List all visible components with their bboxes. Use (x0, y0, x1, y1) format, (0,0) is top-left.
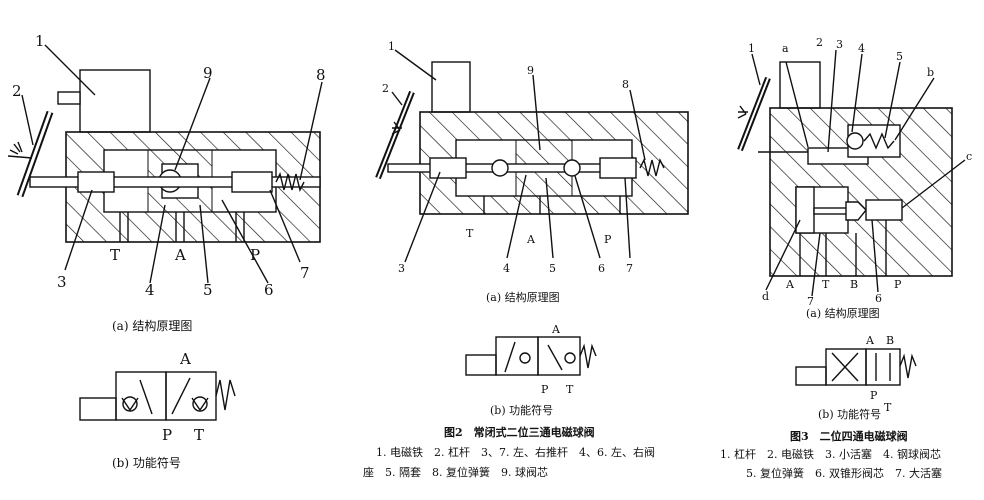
label-7: 7 (300, 264, 310, 282)
figure2-legend-line2: 座 5. 隔套 8. 复位弹簧 9. 球阀芯 (363, 465, 548, 479)
label-9: 9 (527, 64, 534, 77)
label-5: 5 (203, 281, 213, 299)
figure1-symbol: A P T (b) 功能符号 (79, 350, 236, 470)
return-spring (863, 132, 895, 150)
figure1-structure: 1 2 3 4 5 6 7 8 9 T A P (a) 结构原理图 (7, 32, 326, 333)
label-4: 4 (503, 262, 510, 275)
figure3-structure: 1 2 3 4 5 6 7 a b c d A T B P (a) 结构原理图 (737, 36, 972, 320)
figure2-title: 图2 常闭式二位三通电磁球阀 (444, 425, 595, 439)
ground-pivot-icon (737, 105, 748, 119)
figure3-title: 图3 二位四通电磁球阀 (790, 429, 908, 443)
solenoid-block (431, 61, 471, 113)
figure2-legend-line1: 1. 电磁铁 2. 杠杆 3、7. 左、右推杆 4、6. 左、右阀 (376, 445, 655, 459)
label-2: 2 (12, 82, 22, 100)
port-t: T (822, 278, 830, 291)
label-d: d (762, 290, 769, 303)
label-1: 1 (35, 32, 45, 50)
port-a: A (785, 278, 795, 291)
label-5: 5 (549, 262, 556, 275)
symbol-port-p: P (870, 389, 878, 402)
label-1: 1 (388, 40, 395, 53)
port-t: T (110, 246, 120, 264)
symbol-port-a: A (551, 323, 561, 336)
solenoid-block (779, 61, 821, 109)
label-8: 8 (622, 78, 629, 91)
figure3-legend-line2: 5. 复位弹簧 6. 双锥形阀芯 7. 大活塞 (746, 466, 942, 480)
label-7: 7 (626, 262, 633, 275)
symbol-port-a: A (865, 334, 875, 347)
figure3-legend-line1: 1. 杠杆 2. 电磁铁 3. 小活塞 4. 钢球阀芯 (720, 447, 941, 461)
caption-structure: (a) 结构原理图 (486, 290, 560, 304)
ground-pivot-icon (391, 121, 402, 135)
label-a: a (782, 42, 789, 55)
symbol-port-t: T (566, 383, 574, 396)
symbol-port-a: A (179, 350, 191, 368)
label-3: 3 (57, 273, 67, 291)
port-p: P (604, 233, 612, 246)
label-9: 9 (203, 64, 213, 82)
ground-pivot-icon (7, 141, 33, 159)
figure2-structure: 1 2 3 4 5 6 7 8 9 T A P (a) 结构原理图 (375, 40, 689, 304)
label-7: 7 (807, 295, 814, 308)
label-4: 4 (145, 281, 155, 299)
caption-symbol: (b) 功能符号 (818, 407, 881, 421)
symbol-port-t: T (194, 426, 204, 444)
push-rod (29, 176, 321, 188)
caption-structure: (a) 结构原理图 (112, 318, 192, 333)
caption-symbol: (b) 功能符号 (490, 403, 553, 417)
port-b: B (850, 278, 858, 291)
caption-structure: (a) 结构原理图 (806, 306, 880, 320)
figure2-symbol: A P T (b) 功能符号 图2 常闭式二位三通电磁球阀 1. 电磁铁 2. … (363, 323, 655, 479)
label-6: 6 (875, 292, 882, 305)
symbol-port-b: B (886, 334, 894, 347)
caption-symbol: (b) 功能符号 (112, 455, 181, 470)
label-b: b (927, 66, 934, 79)
label-8: 8 (316, 66, 326, 84)
label-6: 6 (264, 281, 274, 299)
steel-ball-core (846, 132, 864, 150)
port-a: A (174, 246, 186, 264)
return-spring (275, 171, 305, 193)
port-a: A (526, 233, 536, 246)
label-3: 3 (836, 38, 843, 51)
label-5: 5 (896, 50, 903, 63)
label-c: c (966, 150, 972, 163)
solenoid-block (79, 69, 151, 133)
symbol-port-p: P (541, 383, 549, 396)
symbol-port-t: T (884, 401, 892, 414)
label-1: 1 (748, 42, 755, 55)
port-p: P (894, 278, 902, 291)
return-spring (639, 157, 665, 177)
label-4: 4 (858, 42, 865, 55)
symbol-port-p: P (162, 426, 172, 444)
ball-valve-core (563, 159, 581, 177)
label-2: 2 (816, 36, 823, 49)
label-2: 2 (382, 82, 389, 95)
figure3-symbol: A B P T (b) 功能符号 图3 二位四通电磁球阀 1. 杠杆 2. 电磁… (720, 334, 942, 480)
port-p: P (250, 246, 260, 264)
label-3: 3 (398, 262, 405, 275)
large-piston (795, 186, 815, 234)
port-t: T (466, 227, 474, 240)
label-6: 6 (598, 262, 605, 275)
double-cone-core (845, 201, 867, 221)
